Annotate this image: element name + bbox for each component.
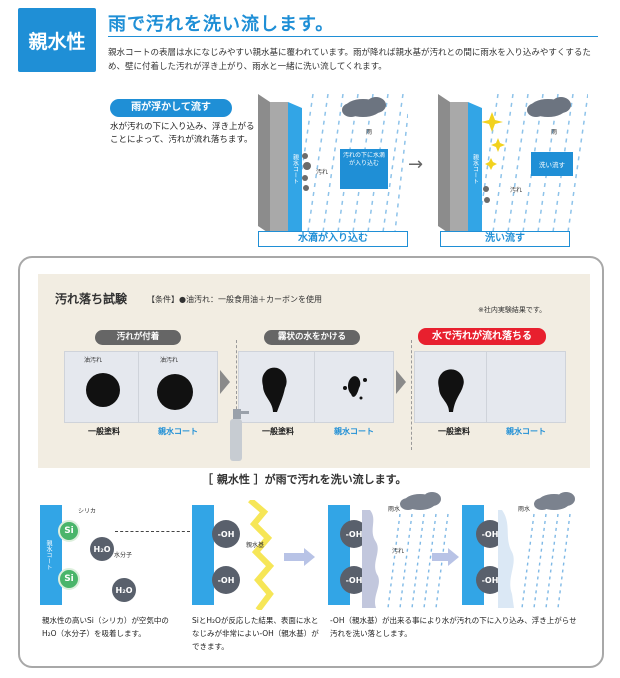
dirt-label: 汚れ <box>392 548 405 555</box>
oil-stain-blob <box>86 373 120 407</box>
caption-hydrophilic-coat: 親水コート <box>506 427 546 436</box>
reaction-glow-icon <box>248 500 275 610</box>
oil-stain-blob <box>157 374 193 410</box>
stage-spray-water: 霧状の水をかける <box>264 330 360 345</box>
test-plate-general-1 <box>64 351 144 423</box>
wash-away-diagram: 親水コート 雨 汚れ 洗い流す <box>438 94 588 234</box>
rain-on-dirt-diagram <box>362 492 449 609</box>
water-enters-box <box>340 149 388 189</box>
mechanism-desc-3: -OH（親水基）が出来る事により水が汚れの下に入り込み、浮き上がらせ汚れを洗い落… <box>330 616 577 638</box>
process-arrow-bar <box>432 553 448 561</box>
sparkle-icon <box>481 112 505 170</box>
test-note: ※社内実験結果です。 <box>478 306 547 314</box>
rain-label: 雨水 <box>388 506 401 513</box>
title-divider <box>108 36 598 37</box>
hydroxyl-group-icon: -OH <box>212 566 240 594</box>
stage-washed-away: 水で汚れが流れ落ちる <box>418 328 546 345</box>
washed-surface-diagram <box>498 492 575 609</box>
dirt-particles <box>302 153 311 191</box>
test-condition: 【条件】●油汚れ：一般食用油＋カーボンを使用 <box>147 295 322 304</box>
reaction-dashed-line <box>115 531 190 532</box>
rain-lifts-pill: 雨が浮かして流す <box>110 99 232 117</box>
wall-side <box>258 94 270 234</box>
coat-label: 親水コート <box>472 153 479 184</box>
cloud-icon <box>534 492 575 510</box>
caption-general-paint: 一般塗料 <box>262 427 294 436</box>
test-plate-coat-3-clean <box>486 351 566 423</box>
oil-stain-running <box>262 367 287 412</box>
plate-tag: 油汚れ <box>160 357 179 364</box>
wall-side <box>438 94 450 234</box>
mechanism-desc-1: 親水性の高いSi（シリカ）が空気中のH₂O（水分子）を吸着します。 <box>42 616 169 638</box>
oil-stain-scattered <box>343 376 367 400</box>
wall-face <box>450 102 468 234</box>
water-film <box>498 510 514 608</box>
stage-arrow-icon <box>220 370 230 394</box>
rain-label: 雨水 <box>518 506 531 513</box>
rain-label: 雨 <box>551 129 557 136</box>
wash-away-caption: 洗い流す <box>440 231 570 247</box>
dirt-label: 汚れ <box>316 168 328 176</box>
wall-face <box>270 102 288 234</box>
rain-streaks <box>292 94 408 233</box>
stage-dirt-attached: 汚れが付着 <box>95 330 181 345</box>
rain-label: 雨 <box>366 129 372 136</box>
cloud-icon <box>527 97 571 117</box>
rain-streaks <box>521 513 571 609</box>
coat-strip-2 <box>192 505 214 605</box>
hydroxyl-group-icon: -OH <box>212 520 240 548</box>
silica-label: シリカ <box>78 508 97 515</box>
silica-molecule-icon: Si <box>58 568 80 590</box>
wash-away-box-text: 洗い流す <box>539 160 566 169</box>
lead-text: 親水コートの表層は水になじみやすい親水基に覆われています。雨が降れば親水基が汚れ… <box>108 48 591 72</box>
cloud-icon <box>400 492 441 510</box>
spray-bottle-icon <box>230 409 249 461</box>
silica-molecule-icon: Si <box>58 520 80 542</box>
hydrophilic-coat-layer <box>468 102 482 234</box>
rain-lifts-description: 水が汚れの下に入り込み、浮き上がることによって、汚れが流れ落ちます。 <box>110 122 255 145</box>
hydrophilic-group-label: 親水基 <box>246 542 265 549</box>
mechanism-desc-2: SiとH₂Oが反応した結果、表面に水となじみが非常によい-OH（親水基）ができま… <box>192 616 319 651</box>
stage-divider <box>411 340 412 450</box>
test-plate-coat-2 <box>314 351 394 423</box>
caption-hydrophilic-coat: 親水コート <box>158 427 198 436</box>
water-molecule-label: 水分子 <box>114 552 133 559</box>
dirt-particles <box>483 186 490 203</box>
oil-stain-running <box>438 369 464 412</box>
water-enters-diagram: 親水コート 雨 汚れ 汚れの下に水滴が入り込む <box>258 94 408 234</box>
test-plate-general-3 <box>414 351 494 423</box>
dirt-label: 汚れ <box>510 186 522 194</box>
stage-divider <box>236 340 237 450</box>
coat-strip-1 <box>40 505 62 605</box>
page-title: 雨で汚れを洗い流します。 <box>108 14 335 35</box>
hydrophilic-coat-layer <box>288 102 302 234</box>
category-badge: 親水性 <box>18 8 96 72</box>
caption-general-paint: 一般塗料 <box>438 427 470 436</box>
caption-hydrophilic-coat: 親水コート <box>334 427 374 436</box>
cloud-icon <box>342 97 386 117</box>
process-arrow-icon <box>448 548 459 566</box>
coat-label: 親水コート <box>292 153 299 184</box>
process-arrow-icon <box>304 548 315 566</box>
process-arrow-bar <box>284 553 304 561</box>
water-molecule-icon: H₂O <box>90 537 114 561</box>
process-arrow-icon: → <box>408 154 424 175</box>
plate-tag: 油汚れ <box>84 357 103 364</box>
test-plate-general-2 <box>238 351 318 423</box>
mechanism-title: ［ 親水性 ］が雨で汚れを洗い流します。 <box>202 473 407 486</box>
water-enters-caption: 水滴が入り込む <box>258 231 408 247</box>
water-molecule-icon: H₂O <box>112 578 136 602</box>
wash-away-box <box>531 152 573 176</box>
stage-arrow-icon <box>396 370 406 394</box>
coat-label: 親水コート <box>45 540 52 570</box>
water-enters-box-text: 汚れの下に水滴が入り込む <box>342 152 385 167</box>
test-plate-coat-1 <box>138 351 218 423</box>
rain-streaks <box>387 513 449 609</box>
test-title: 汚れ落ち試験 <box>55 292 128 306</box>
water-film <box>362 510 379 608</box>
caption-general-paint: 一般塗料 <box>88 427 120 436</box>
